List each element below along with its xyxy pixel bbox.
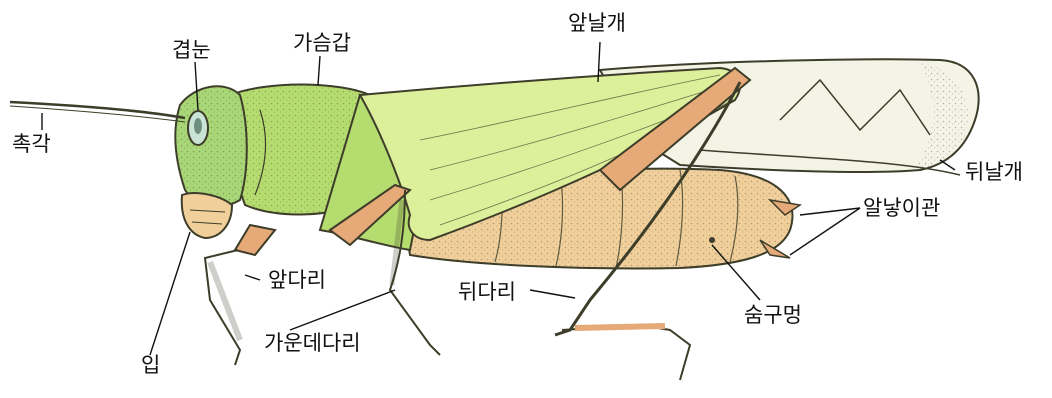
head	[175, 86, 246, 238]
label-thorax: 가슴갑	[293, 33, 351, 54]
label-spiracle: 숨구멍	[744, 305, 802, 326]
label-ovipositor: 알낳이관	[863, 198, 940, 219]
label-forewing: 앞날개	[568, 13, 626, 34]
label-mouth: 입	[141, 355, 160, 376]
antenna	[10, 102, 185, 122]
label-hindwing: 뒤날개	[965, 162, 1023, 183]
label-compound-eye: 겹눈	[172, 40, 211, 61]
label-antenna: 촉각	[12, 134, 51, 155]
mouthparts	[182, 193, 232, 238]
label-front-leg: 앞다리	[268, 270, 326, 291]
label-hind-leg: 뒤다리	[458, 282, 516, 303]
label-middle-leg: 가운데다리	[264, 333, 361, 354]
